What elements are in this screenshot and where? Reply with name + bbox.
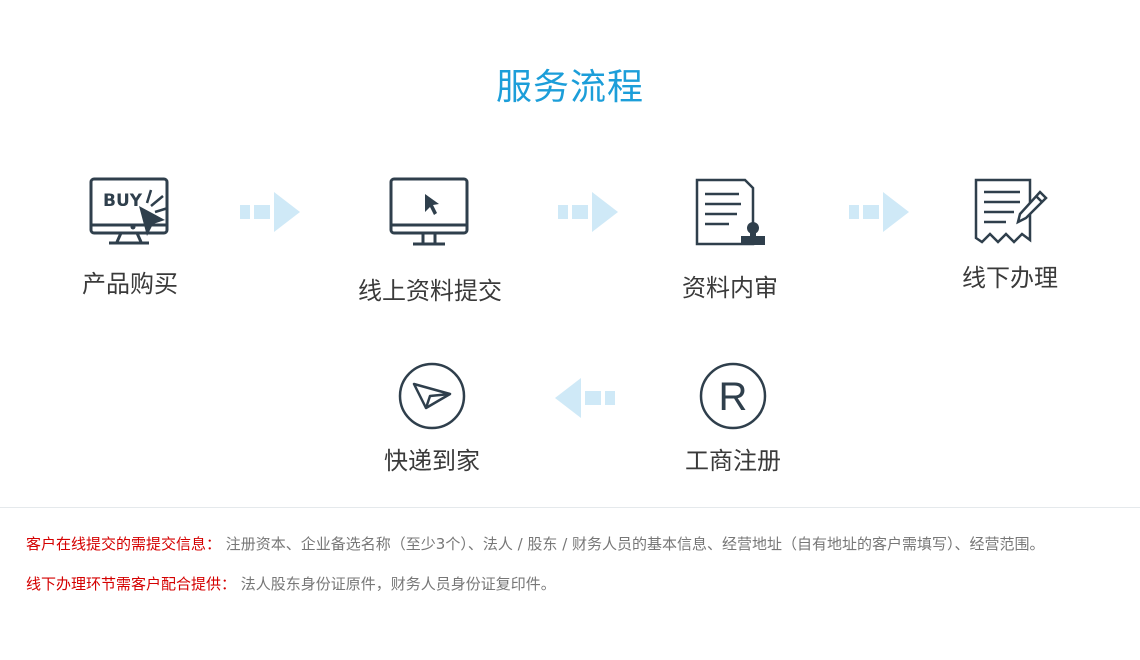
registered-icon: R [699,362,767,430]
section-divider [0,507,1140,508]
arrow-right-icon [556,192,620,236]
step-label: 产品购买 [82,270,178,298]
step-label: 线下办理 [962,264,1058,292]
step-offline-processing: 线下办理 [900,176,1120,294]
buy-text: BUY [103,191,143,211]
step-internal-review: 资料内审 [620,176,840,304]
step-business-registration: R 工商注册 [623,360,843,477]
step-label: 快递到家 [384,447,480,475]
note-text: 注册资本、企业备选名称（至少3个）、法人 / 股东 / 财务人员的基本信息、经营… [225,535,1045,553]
buy-monitor-icon: BUY [89,177,169,245]
step-label: 线上资料提交 [358,277,502,305]
note-offline-info: 线下办理环节需客户配合提供： 法人股东身份证原件，财务人员身份证复印件。 [26,573,556,595]
step-label: 工商注册 [685,447,781,475]
document-stamp-icon [695,178,765,246]
page-title: 服务流程 [495,67,644,108]
note-text: 法人股东身份证原件，财务人员身份证复印件。 [240,575,556,593]
step-label: 资料内审 [682,274,778,302]
step-delivery: 快递到家 [322,360,542,477]
registered-glyph: R [719,375,748,419]
step-product-purchase: BUY 产品购买 [20,176,240,300]
step-online-submission: 线上资料提交 [320,176,540,307]
arrow-right-icon [238,192,302,236]
arrow-left-icon [553,378,617,422]
receipt-pen-icon [974,178,1048,244]
note-label: 线下办理环节需客户配合提供： [26,575,237,593]
note-online-info: 客户在线提交的需提交信息： 注册资本、企业备选名称（至少3个）、法人 / 股东 … [26,533,1045,555]
note-label: 客户在线提交的需提交信息： [26,535,222,553]
arrow-right-icon [847,192,911,236]
monitor-cursor-icon [389,177,469,246]
paper-plane-icon [398,362,466,430]
